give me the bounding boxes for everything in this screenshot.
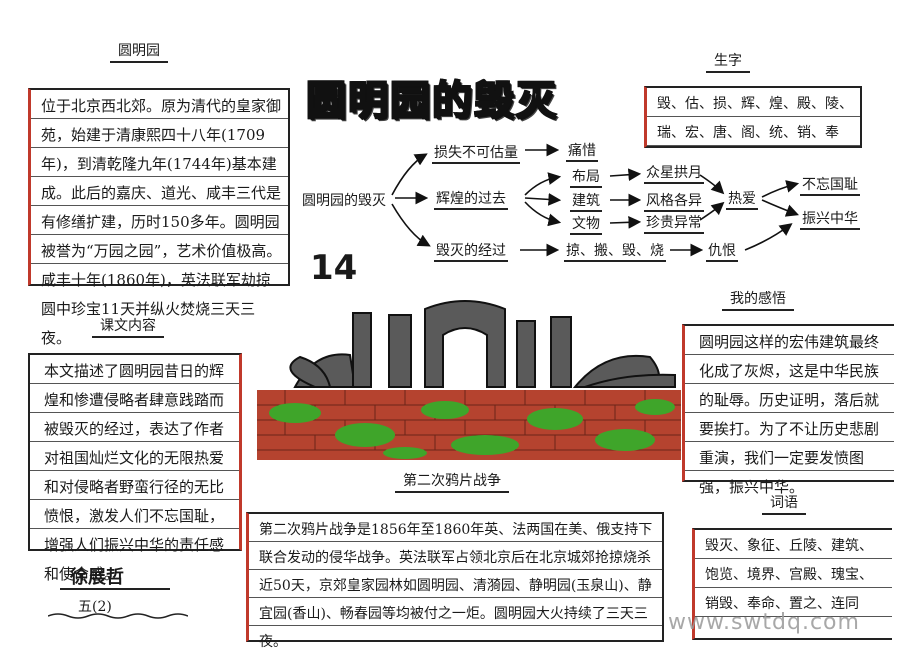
intro-box: 位于北京西北郊。原为清代的皇家御苑，始建于清康熙四十八年(1709年)，到清乾隆…: [28, 88, 290, 347]
intro-label: 圆明园: [110, 40, 168, 63]
page-number: 14: [310, 248, 358, 288]
vocab-text: 毁灭、象征、丘陵、建筑、饱览、境界、宫殿、瑰宝、销毁、奉命、置之、连同: [705, 538, 873, 612]
mindmap-n3: 毁灭的经过: [434, 240, 508, 262]
war-label: 第二次鸦片战争: [395, 470, 509, 493]
mindmap-feel2: 仇恨: [706, 240, 738, 262]
words-label: 生字: [706, 50, 750, 73]
page-title: 圆明园的毁灭: [305, 77, 558, 125]
mindmap-n2b: 建筑: [570, 190, 602, 212]
words-text: 毁、估、损、辉、煌、殿、陵、瑞、宏、唐、阁、统、销、奉: [657, 96, 853, 141]
signature-wave: [48, 613, 188, 619]
words-box: 毁、估、损、辉、煌、殿、陵、瑞、宏、唐、阁、统、销、奉: [644, 86, 862, 148]
mindmap-goal2: 振兴中华: [800, 208, 860, 230]
lesson-text: 本文描述了圆明园昔日的辉煌和惨遭侵略者肆意践踏而被毁灭的经过，表达了作者对祖国灿…: [44, 362, 225, 583]
mindmap-goal1: 不忘国耻: [800, 174, 860, 196]
vocab-box: 毁灭、象征、丘陵、建筑、饱览、境界、宫殿、瑰宝、销毁、奉命、置之、连同: [692, 528, 892, 640]
feeling-label: 我的感悟: [722, 288, 794, 311]
war-text: 第二次鸦片战争是1856年至1860年英、法两国在美、俄支持下联合发动的侵华战争…: [259, 522, 653, 650]
mindmap-n2: 辉煌的过去: [434, 188, 508, 210]
author-name: 徐展哲: [70, 567, 124, 588]
mindmap-n2a: 布局: [570, 166, 602, 188]
feeling-box: 圆明园这样的宏伟建筑最终化成了灰烬，这是中华民族的耻辱。历史证明，落后就要挨打。…: [682, 324, 894, 496]
mindmap-n2c2: 珍贵异常: [644, 212, 704, 234]
intro-text: 位于北京西北郊。原为清代的皇家御苑，始建于清康熙四十八年(1709年)，到清乾隆…: [41, 97, 282, 347]
lesson-label: 课文内容: [92, 315, 164, 338]
watermark: www.swtdq.com: [668, 610, 860, 635]
mindmap-n2a2: 众星拱月: [644, 162, 704, 184]
mindmap-n2c: 文物: [570, 213, 602, 235]
grass: [269, 399, 675, 459]
author-class: 五(2): [78, 599, 112, 615]
war-box: 第二次鸦片战争是1856年至1860年英、法两国在美、俄支持下联合发动的侵华战争…: [246, 512, 664, 650]
signature-underline: [60, 588, 170, 590]
mindmap-root: 圆明园的毁灭: [302, 193, 386, 209]
mindmap-n3a: 掠、搬、毁、烧: [564, 240, 666, 262]
mindmap-n1: 损失不可估量: [432, 142, 520, 164]
mindmap-n2b2: 风格各异: [644, 190, 704, 212]
feeling-text: 圆明园这样的宏伟建筑最终化成了灰烬，这是中华民族的耻辱。历史证明，落后就要挨打。…: [699, 333, 880, 496]
lesson-box: 本文描述了圆明园昔日的辉煌和惨遭侵略者肆意践踏而被毁灭的经过，表达了作者对祖国灿…: [28, 353, 242, 583]
stone-ruins: [289, 300, 676, 388]
mindmap-n1a: 痛惜: [566, 140, 598, 162]
mindmap-feel1: 热爱: [726, 188, 758, 210]
ruins-illustration: [257, 300, 681, 460]
vocab-label: 词语: [762, 492, 806, 515]
